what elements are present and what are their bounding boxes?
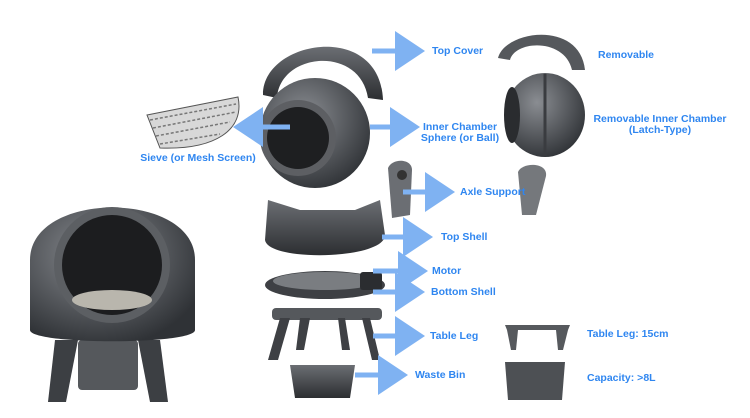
label-table-leg: Table Leg [430,330,479,342]
top-shell-part [265,200,385,256]
axle-support-part-2 [518,164,547,215]
label-table-leg-size: Table Leg: 15cm [587,328,669,340]
label-inner-chamber-sphere: Sphere (or Ball) [420,132,500,144]
table-leg-side-part [505,325,570,350]
callout-arrows [233,31,455,395]
label-axle-support: Axle Support [460,186,526,198]
sieve-part [146,96,240,149]
label-motor: Motor [432,265,462,277]
assembled-litter-box [30,207,195,402]
label-inner-chamber: Inner Chamber [422,121,498,133]
label-waste-bin: Waste Bin [415,369,466,381]
label-removable-inner-chamber: Removable Inner Chamber [593,113,727,125]
label-capacity: Capacity: >8L [587,372,656,384]
waste-bin-side-part [505,362,565,400]
motor-part [360,272,382,290]
label-bottom-shell: Bottom Shell [431,286,496,298]
bottom-shell-part [265,271,385,299]
axle-support-part [388,160,412,218]
removable-cover-part [498,34,585,70]
label-sieve: Sieve (or Mesh Screen) [140,152,256,164]
label-removable: Removable [598,49,655,61]
inner-chamber-sphere-part [260,78,370,188]
label-latch-type: (Latch-Type) [628,124,692,136]
label-top-shell: Top Shell [441,231,488,243]
table-leg-part [268,308,382,360]
waste-bin-part [290,365,355,398]
removable-inner-chamber-part [504,73,585,157]
label-top-cover: Top Cover [432,45,484,57]
top-cover-part [262,46,383,100]
